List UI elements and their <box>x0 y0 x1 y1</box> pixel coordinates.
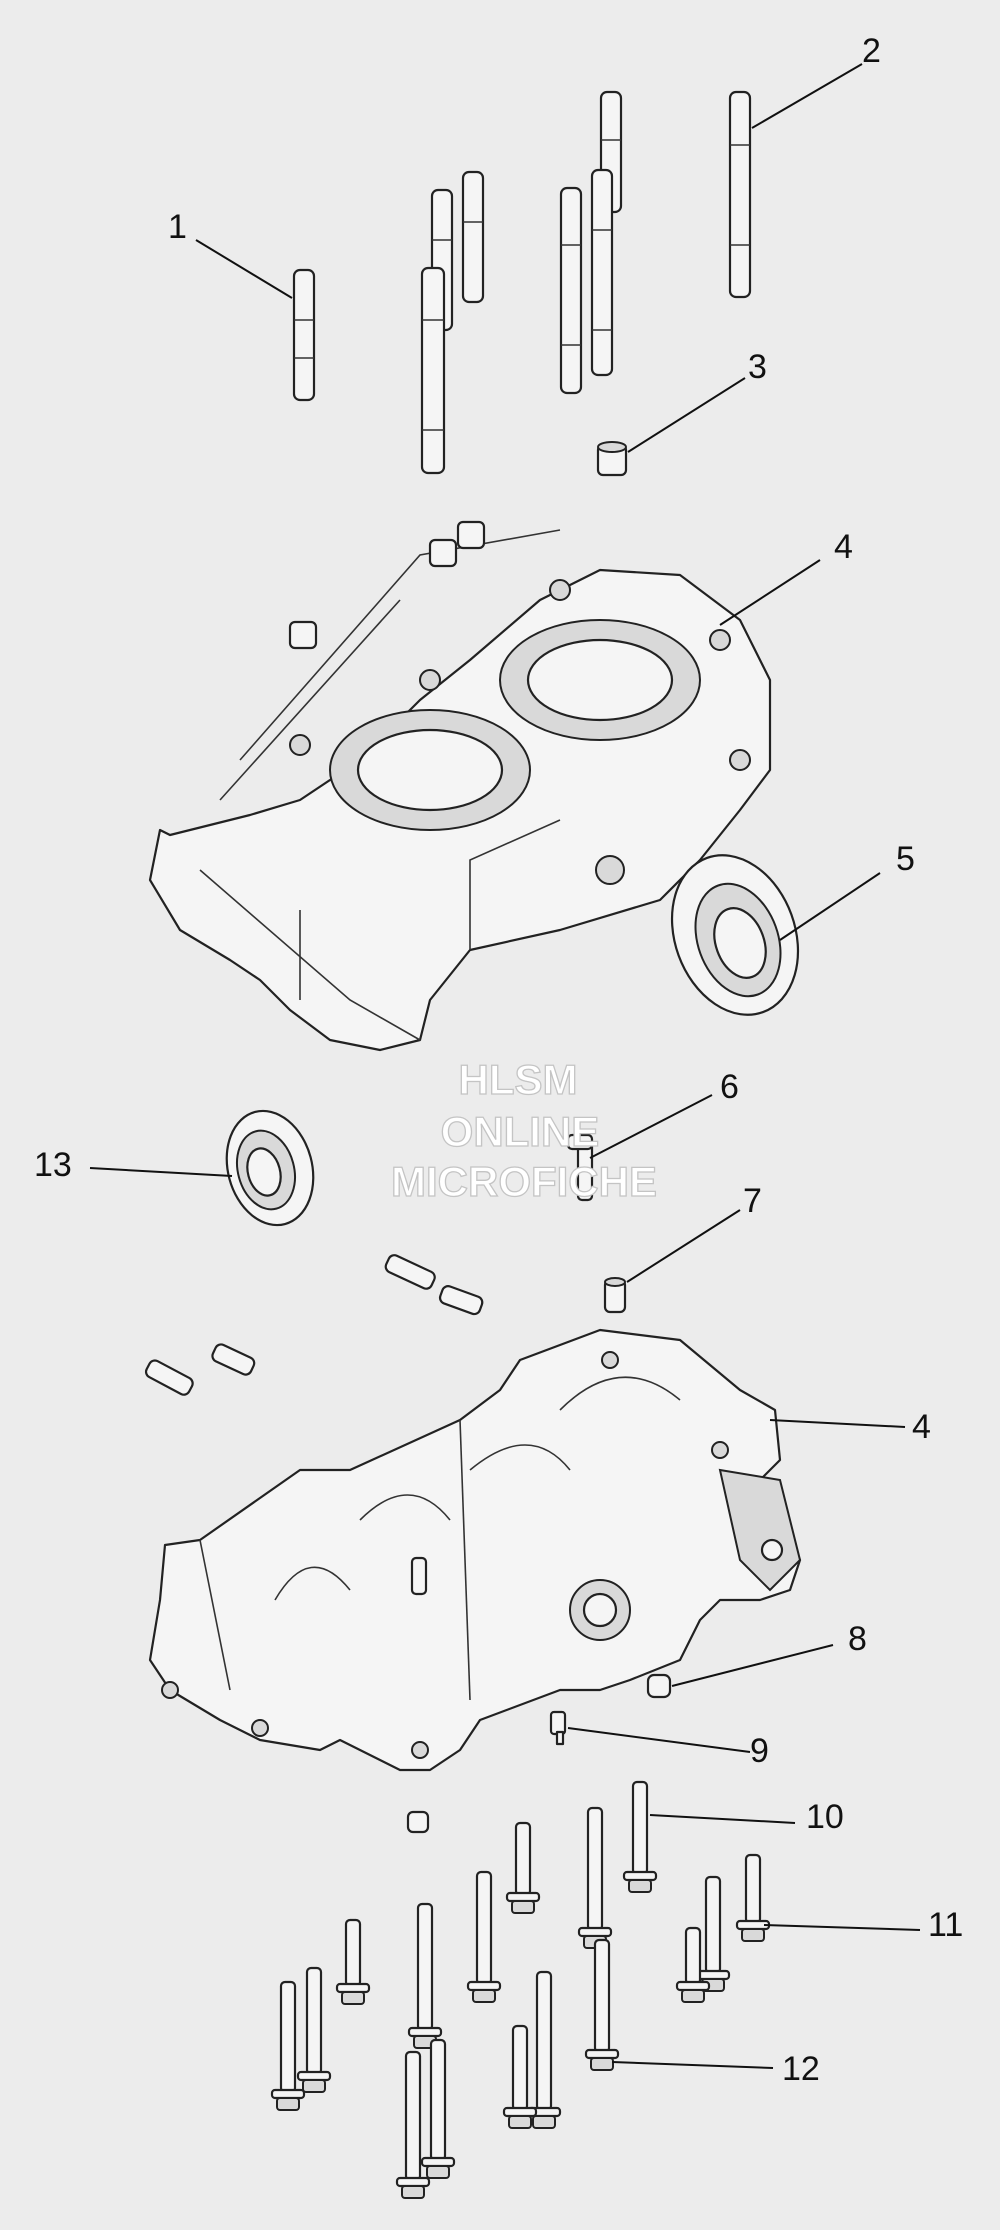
callout-10: 10 <box>806 1798 844 1836</box>
bolt-cluster-10b[interactable] <box>466 1806 613 2003</box>
bolt-part-12[interactable] <box>584 1938 620 2071</box>
watermark-line-3: MICROFICHE <box>391 1158 657 1205</box>
stud-part-2[interactable] <box>728 90 752 299</box>
watermark-line-1: HLSM <box>459 1056 578 1103</box>
stud-cluster-center[interactable] <box>420 170 485 475</box>
studs-group <box>292 90 752 477</box>
bolts-group[interactable] <box>270 1780 771 2199</box>
upper-crankcase[interactable] <box>148 520 772 1052</box>
bolt-part-10[interactable] <box>622 1780 658 1893</box>
bolt-cluster-lower-left[interactable] <box>270 1918 456 2199</box>
bolt-cluster-lower-center[interactable] <box>407 1902 562 2129</box>
callout-7: 7 <box>743 1182 762 1220</box>
callout-4-upper: 4 <box>834 528 853 566</box>
callout-2: 2 <box>862 32 881 70</box>
callout-11: 11 <box>928 1906 963 1944</box>
bolt-part-11[interactable] <box>675 1853 771 2003</box>
fittings-left[interactable] <box>144 1253 484 1397</box>
plug-lower[interactable] <box>406 1810 430 1834</box>
screw-part-9[interactable] <box>549 1710 567 1746</box>
seal-part-5[interactable] <box>651 837 820 1032</box>
seal-part-13[interactable] <box>214 1101 325 1235</box>
fitting-part-6[interactable] <box>566 1133 594 1202</box>
dowel-part-7[interactable] <box>603 1277 627 1314</box>
callout-5: 5 <box>896 840 915 878</box>
callout-4-lower: 4 <box>912 1408 931 1446</box>
dowel-part-3[interactable] <box>596 441 628 477</box>
callout-labels: 1 2 3 4 5 6 7 4 8 9 10 11 12 13 <box>34 32 963 2088</box>
callout-9: 9 <box>750 1732 769 1770</box>
watermark: HLSM ONLINE MICROFICHE <box>390 1055 657 1205</box>
callout-8: 8 <box>848 1620 867 1658</box>
callout-13: 13 <box>34 1146 72 1184</box>
plug-part-8[interactable] <box>646 1673 672 1699</box>
stud-part-1[interactable] <box>292 268 316 402</box>
callout-3: 3 <box>748 348 767 386</box>
watermark-line-2: ONLINE <box>441 1108 600 1155</box>
callout-12: 12 <box>782 2050 820 2088</box>
stud-cluster-right[interactable] <box>559 90 623 395</box>
lower-crankcase[interactable] <box>148 1328 802 1772</box>
callout-6: 6 <box>720 1068 739 1106</box>
callout-1: 1 <box>168 208 187 246</box>
leader-lines <box>89 63 921 2069</box>
